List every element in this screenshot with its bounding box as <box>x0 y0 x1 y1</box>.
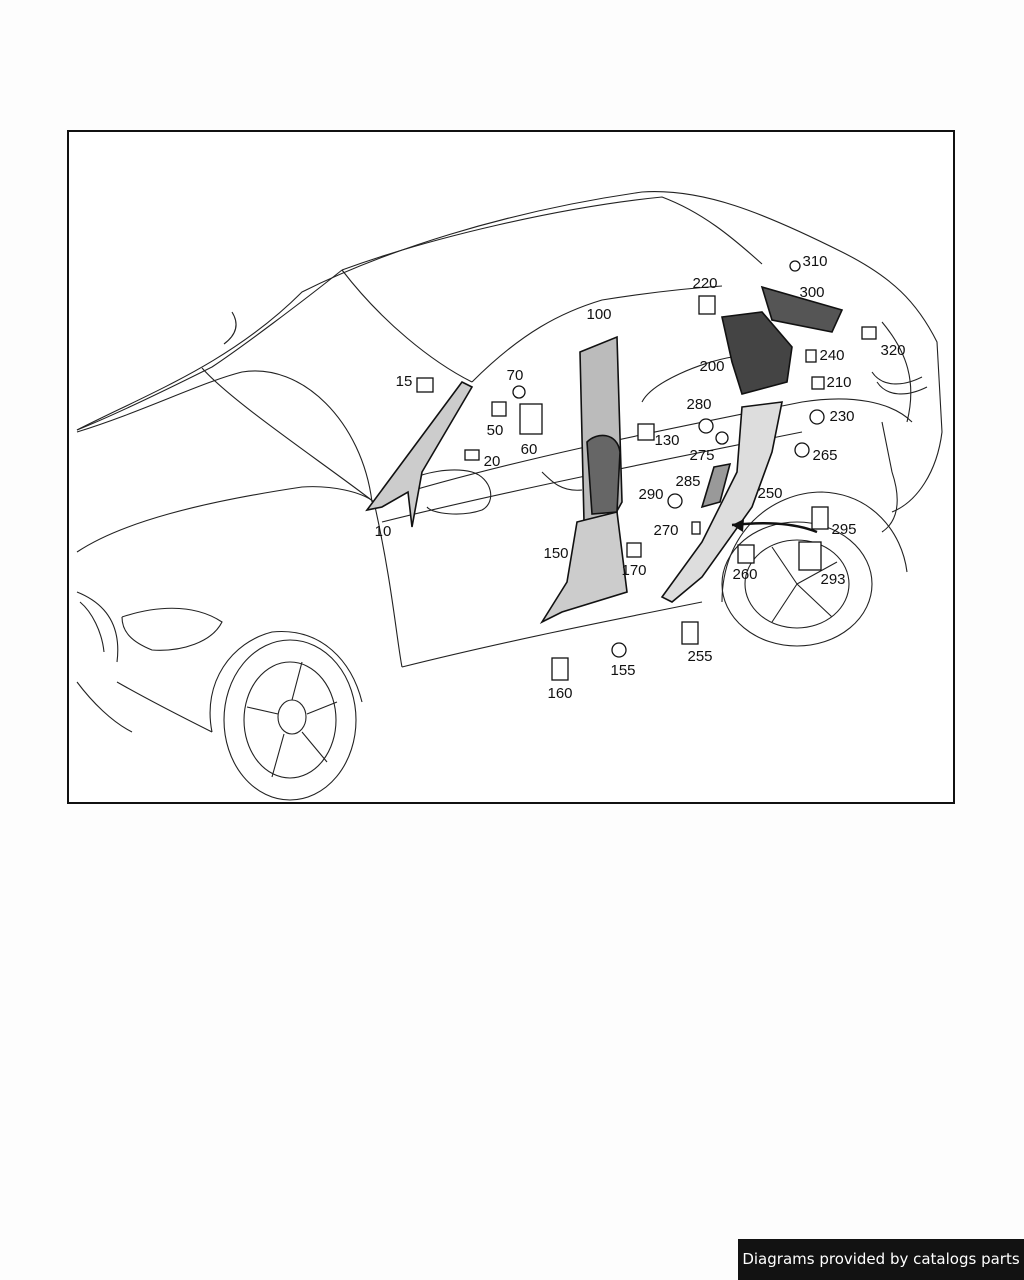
part-label-60: 60 <box>521 441 538 458</box>
part-label-100: 100 <box>586 306 611 323</box>
part-label-275: 275 <box>689 447 714 464</box>
vehicle-trim-diagram: 10 15 20 50 60 70 100 130 150 155 160 170 200 210 220 2… <box>76 191 943 801</box>
part-label-240: 240 <box>819 347 844 364</box>
part-label-250: 250 <box>757 485 782 502</box>
trim-parts <box>365 285 844 624</box>
part-label-230: 230 <box>829 408 854 425</box>
footer-credit: Diagrams provided by catalogs parts <box>738 1239 1024 1280</box>
part-label-265: 265 <box>812 447 837 464</box>
part-label-15: 15 <box>396 373 413 390</box>
part-label-300: 300 <box>799 284 824 301</box>
part-labels: 10 15 20 50 60 70 100 130 150 155 160 170 200 210 220 2… <box>375 253 906 702</box>
part-label-150: 150 <box>543 545 568 562</box>
part-label-293: 293 <box>820 571 845 588</box>
part-label-320: 320 <box>880 342 905 359</box>
part-label-290: 290 <box>638 486 663 503</box>
part-label-200: 200 <box>699 358 724 375</box>
part-label-260: 260 <box>732 566 757 583</box>
part-label-310: 310 <box>802 253 827 270</box>
small-clips <box>416 260 877 681</box>
part-label-10: 10 <box>375 523 392 540</box>
part-label-295: 295 <box>831 521 856 538</box>
part-label-210: 210 <box>826 374 851 391</box>
arrow-head <box>732 519 744 532</box>
part-label-20: 20 <box>484 453 501 470</box>
part-label-160: 160 <box>547 685 572 702</box>
part-label-70: 70 <box>507 367 524 384</box>
part-label-170: 170 <box>621 562 646 579</box>
diagram-frame: 10 15 20 50 60 70 100 130 150 155 160 170 200 210 220 2… <box>67 130 955 804</box>
car-outline <box>76 191 943 801</box>
part-label-50: 50 <box>487 422 504 439</box>
part-label-130: 130 <box>654 432 679 449</box>
part-label-270: 270 <box>653 522 678 539</box>
part-label-285: 285 <box>675 473 700 490</box>
part-label-155: 155 <box>610 662 635 679</box>
part-label-255: 255 <box>687 648 712 665</box>
part-label-280: 280 <box>686 396 711 413</box>
part-label-220: 220 <box>692 275 717 292</box>
